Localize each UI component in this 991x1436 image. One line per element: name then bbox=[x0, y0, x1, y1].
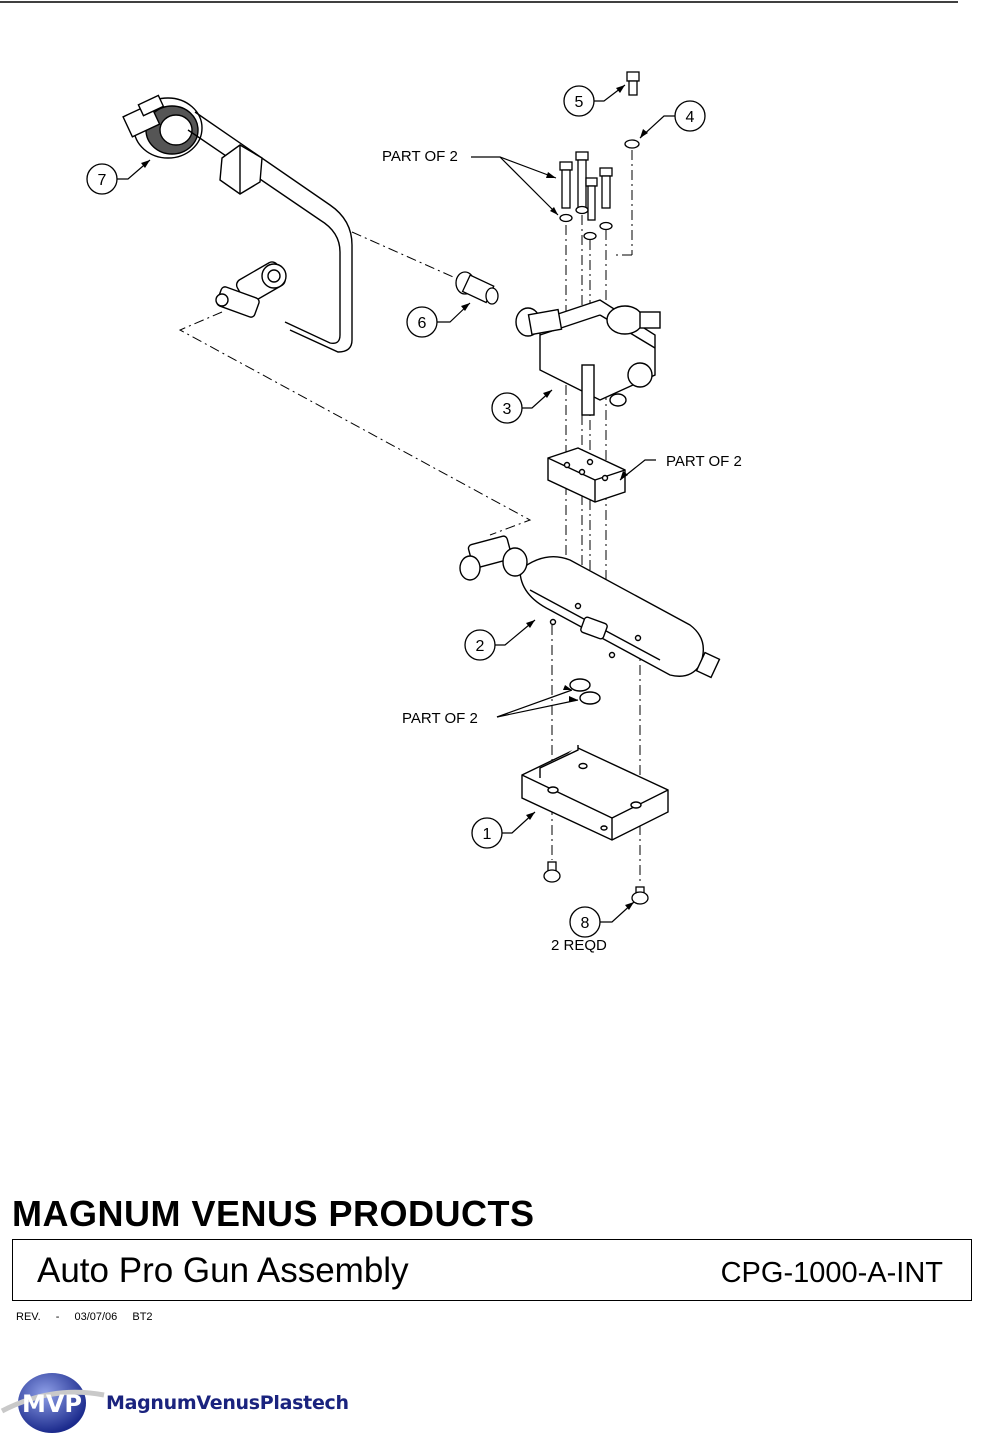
callout-balloon-3: 3 bbox=[491, 392, 523, 424]
svg-text:7: 7 bbox=[98, 172, 107, 189]
svg-text:8: 8 bbox=[581, 915, 590, 932]
check-valve-fitting bbox=[455, 271, 499, 305]
logo-wordmark: MagnumVenusPlastech bbox=[106, 1392, 349, 1414]
company-name: MAGNUM VENUS PRODUCTS bbox=[12, 1193, 535, 1234]
callout-balloon-1: 1 bbox=[471, 817, 503, 849]
note-part-of-2-lower: PART OF 2 bbox=[402, 710, 478, 727]
mounting-screws bbox=[559, 151, 613, 241]
svg-text:6: 6 bbox=[418, 315, 427, 332]
gun-body bbox=[459, 535, 721, 679]
note-part-of-2-middle: PART OF 2 bbox=[666, 453, 742, 470]
rev-date: 03/07/06 bbox=[74, 1311, 118, 1323]
bottom-screws bbox=[543, 861, 649, 905]
callout-balloon-7: 7 bbox=[86, 163, 118, 195]
note-two-reqd: 2 REQD bbox=[551, 937, 607, 954]
callout-balloon-5: 5 bbox=[563, 85, 595, 117]
title-block: Auto Pro Gun Assembly CPG-1000-A-INT bbox=[12, 1239, 972, 1301]
svg-text:1: 1 bbox=[483, 826, 492, 843]
svg-text:4: 4 bbox=[686, 109, 695, 126]
svg-text:MVP: MVP bbox=[22, 1390, 82, 1418]
svg-text:2: 2 bbox=[476, 638, 485, 655]
rev-value: - bbox=[55, 1311, 60, 1323]
drawing-title: Auto Pro Gun Assembly bbox=[37, 1251, 409, 1290]
rev-label: REV. bbox=[16, 1311, 41, 1323]
hose-assembly-drawing bbox=[122, 94, 353, 353]
rev-initials: BT2 bbox=[132, 1311, 153, 1323]
svg-text:5: 5 bbox=[575, 94, 584, 111]
svg-text:3: 3 bbox=[503, 401, 512, 418]
callout-balloon-6: 6 bbox=[406, 306, 438, 338]
gasket-plate bbox=[547, 447, 626, 503]
callout-balloon-4: 4 bbox=[674, 100, 706, 132]
alignment-centerlines bbox=[178, 150, 641, 885]
callout-balloon-2: 2 bbox=[464, 629, 496, 661]
revision-line: REV. - 03/07/06 BT2 bbox=[16, 1311, 165, 1323]
note-part-of-2-top: PART OF 2 bbox=[382, 148, 458, 165]
leader-arrowheads bbox=[141, 85, 648, 910]
part-number: CPG-1000-A-INT bbox=[720, 1257, 943, 1289]
base-plate bbox=[521, 745, 669, 841]
callout-balloon-8: 8 bbox=[569, 906, 601, 938]
mvp-logo-icon: MVP bbox=[0, 1373, 105, 1433]
screw-and-washer-top bbox=[624, 71, 640, 149]
exploded-assembly-diagram: 7 5 4 6 3 2 1 8 PART OF 2 PART OF 2 PART… bbox=[0, 1, 958, 954]
o-rings bbox=[569, 678, 601, 705]
manifold-block bbox=[515, 299, 661, 416]
